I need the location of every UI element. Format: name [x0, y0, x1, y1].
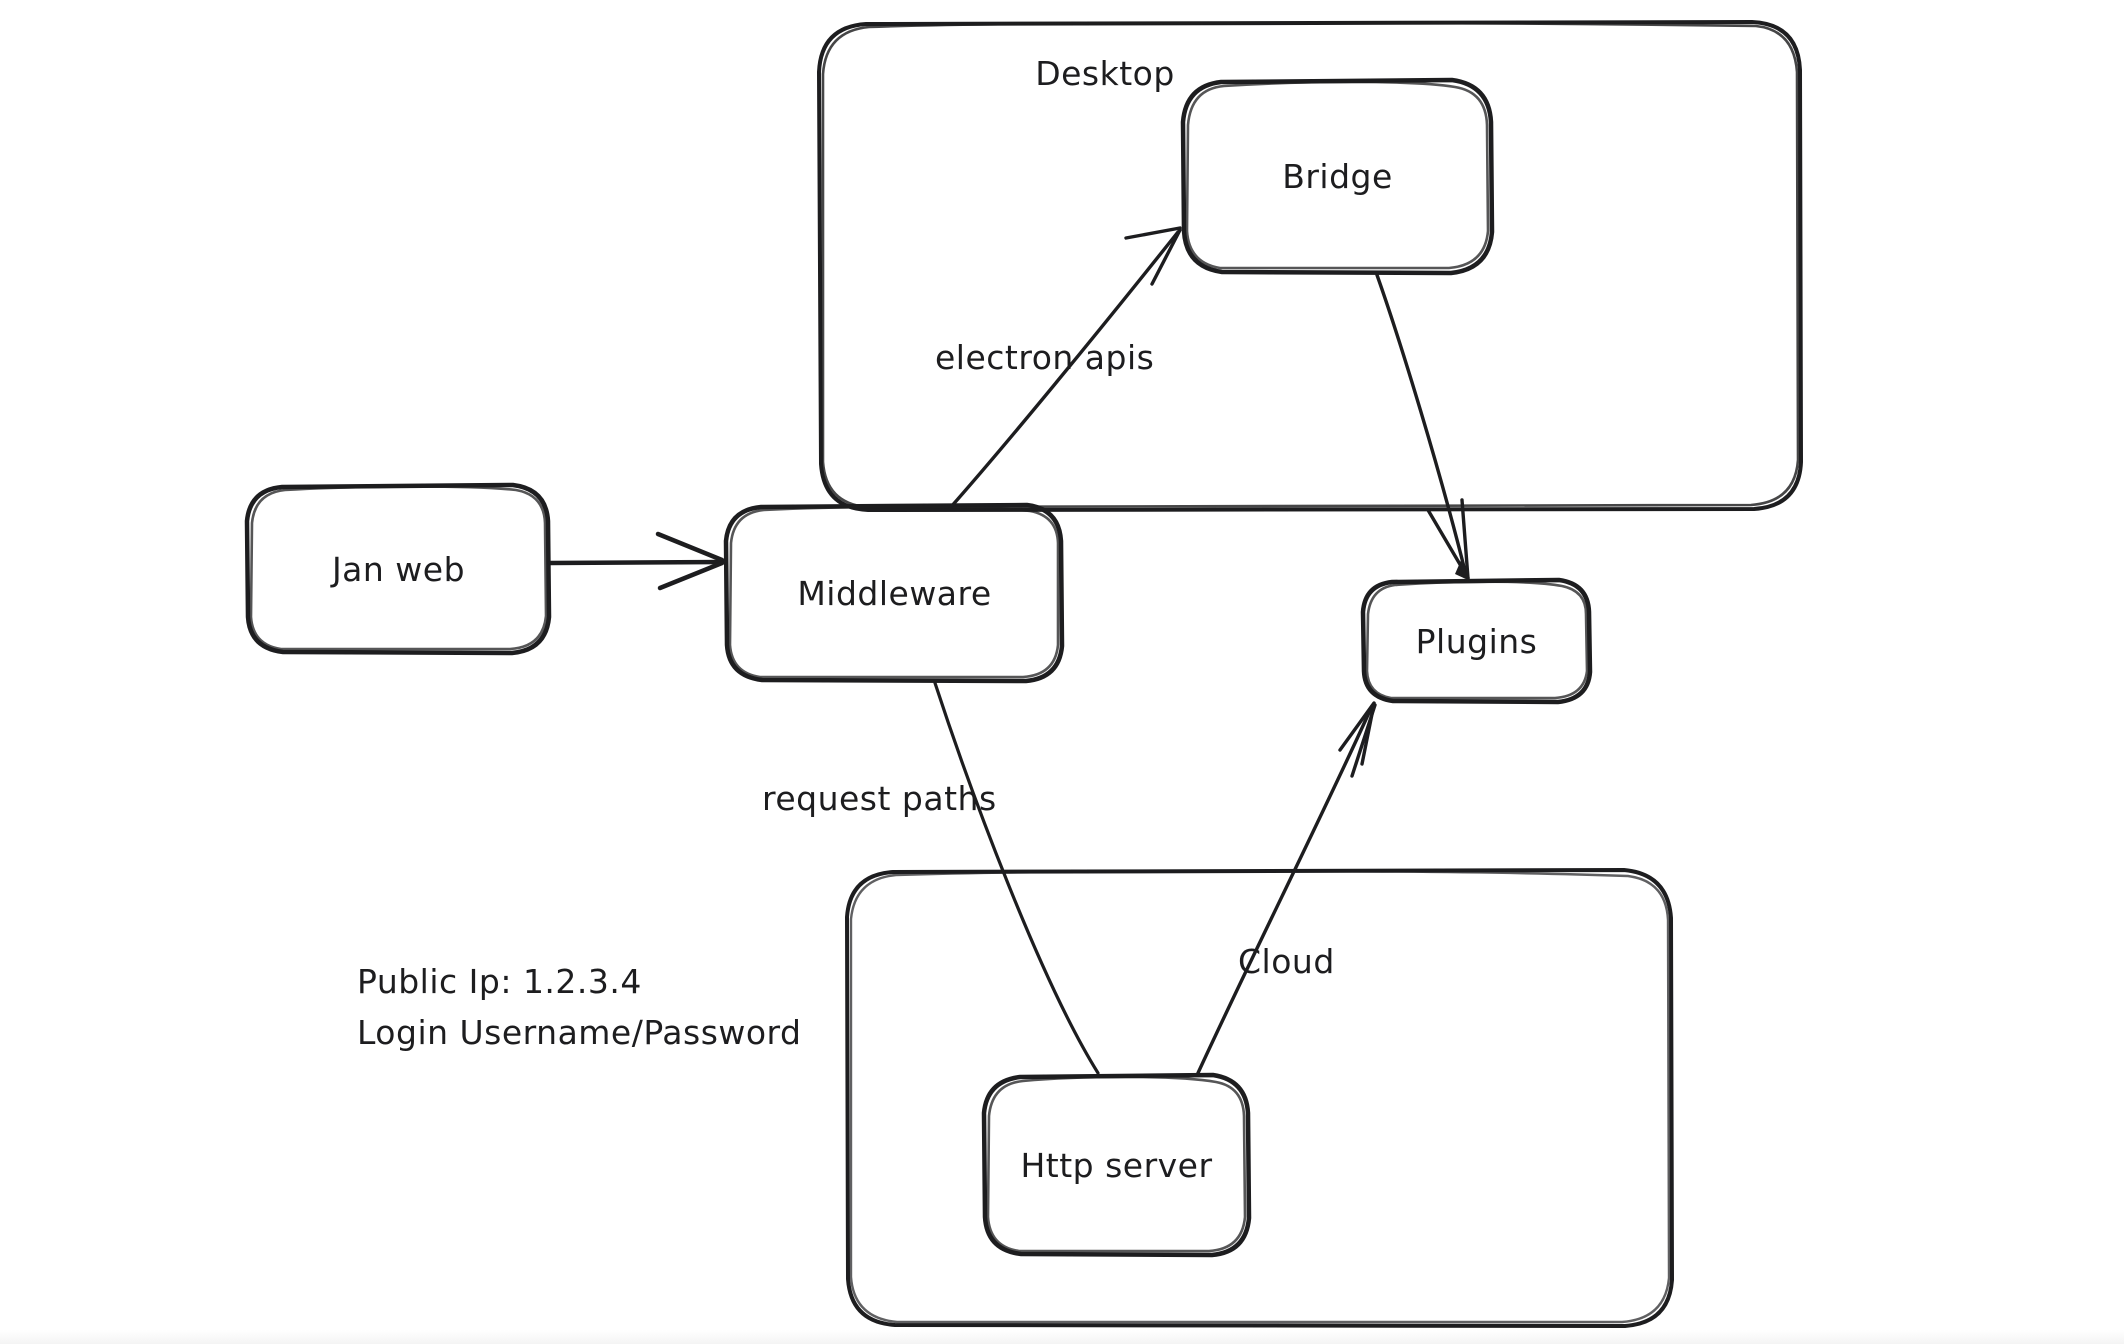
- node-label-http-server: Http server: [1020, 1145, 1213, 1185]
- edge-label-electron-apis: electron apis: [935, 338, 1155, 377]
- node-http-server[interactable]: Http server: [984, 1077, 1249, 1255]
- node-http-server-outline: [981, 1072, 1252, 1258]
- group-cloud-outline: [845, 868, 1674, 1328]
- group-label-desktop: Desktop: [1035, 54, 1175, 93]
- edge-label-cloud: Cloud: [1238, 942, 1335, 981]
- edge-bridge-to-plugins: [1375, 273, 1470, 580]
- edge-label-request-paths: request paths: [762, 779, 997, 818]
- node-label-bridge: Bridge: [1282, 157, 1393, 197]
- notes-block: Public Ip: 1.2.3.4 Login Username/Passwo…: [357, 960, 802, 1055]
- node-jan-web-outline: [244, 482, 552, 656]
- note-public-ip: Public Ip: 1.2.3.4: [357, 962, 642, 1001]
- node-label-middleware: Middleware: [797, 573, 992, 613]
- node-plugins[interactable]: Plugins: [1363, 582, 1590, 702]
- edge-http-server-to-plugins: [1196, 701, 1377, 1075]
- node-bridge[interactable]: Bridge: [1183, 82, 1492, 273]
- group-desktop-outline: [817, 20, 1803, 512]
- node-bridge-outline: [1180, 77, 1495, 276]
- edge-jan-web-to-middleware: [547, 531, 727, 591]
- edge-middleware-to-http-server: [933, 681, 1100, 1075]
- node-middleware-outline: [723, 502, 1065, 684]
- node-jan-web[interactable]: Jan web: [248, 487, 549, 653]
- node-plugins-outline: [1360, 577, 1593, 705]
- node-label-jan-web: Jan web: [331, 549, 466, 589]
- edge-middleware-to-bridge: [948, 226, 1182, 510]
- note-login-credentials: Login Username/Password: [357, 1012, 802, 1052]
- node-label-plugins: Plugins: [1415, 621, 1538, 661]
- node-middleware[interactable]: Middleware: [727, 507, 1062, 681]
